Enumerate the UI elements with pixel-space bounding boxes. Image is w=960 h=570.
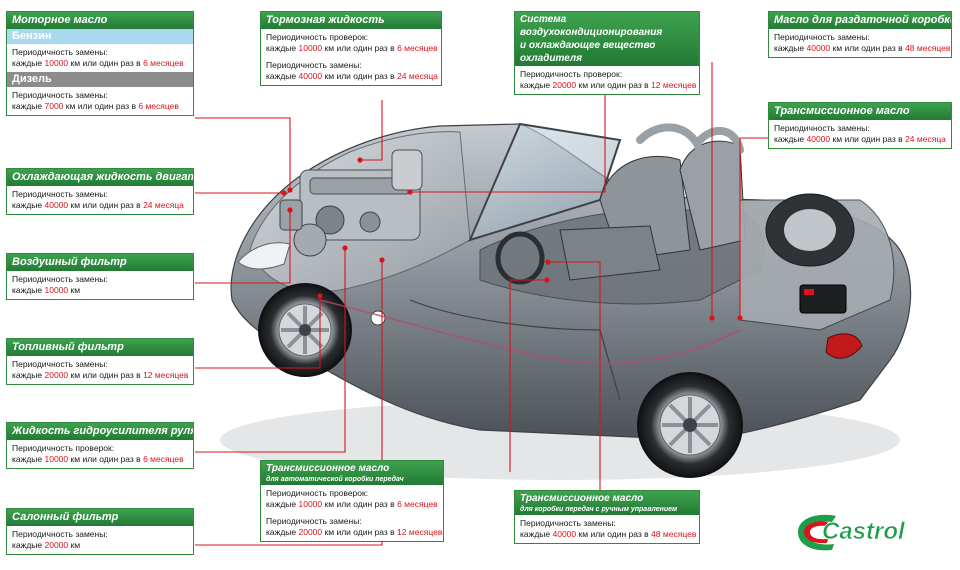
box-auto-transmission-oil: Трансмиссионное масло для автоматической…	[260, 460, 444, 542]
interval-line: каждые 40000 км или один раз в 24 месяца	[774, 134, 946, 144]
months-value: 6 месяцев	[143, 454, 184, 464]
box-cabin-filter: Салонный фильтр Периодичность замены: ка…	[6, 508, 194, 555]
box-transfer-case-oil: Масло для раздаточной коробки Периодично…	[768, 11, 952, 58]
tail-light	[825, 333, 863, 359]
logo-red-swoosh	[804, 521, 828, 544]
petrol-band: Бензин	[7, 29, 193, 44]
front-wheel	[258, 283, 352, 377]
months-value: 48 месяцев	[905, 43, 951, 53]
km-value: 10000	[44, 285, 69, 295]
box-air-filter-title: Воздушный фильтр	[7, 254, 193, 271]
interval-line: каждые 7000 км или один раз в 6 месяцев	[12, 101, 179, 111]
roll-bars	[636, 123, 744, 154]
interval-label: Периодичность замены:	[520, 518, 616, 528]
km-value: 7000	[44, 101, 64, 111]
interval-line: каждые 10000 км или один раз в 6 месяцев	[12, 58, 184, 68]
km-value: 20000	[44, 370, 69, 380]
box-cabin-filter-title: Салонный фильтр	[7, 509, 193, 526]
km-value: 10000	[44, 58, 69, 68]
interval-label: Периодичность проверок:	[266, 32, 369, 42]
interval-line: каждые 40000 км или один раз в 48 месяце…	[774, 43, 951, 53]
interval-line: каждые 40000 км или один раз в 24 месяца	[12, 200, 184, 210]
interval-label: Периодичность замены:	[12, 189, 108, 199]
rear-compartment	[739, 193, 895, 331]
km-value: 20000	[44, 540, 69, 550]
box-coolant: Охлаждающая жидкость двигателя Периодичн…	[6, 168, 194, 215]
box-power-steering: Жидкость гидроусилителя руля Периодичнос…	[6, 422, 194, 469]
box-transmission-oil: Трансмиссионное масло Периодичность заме…	[768, 102, 952, 149]
interval-line: каждые 10000 км или один раз в 6 месяцев	[12, 454, 184, 464]
interval-line: каждые 20000 км или один раз в 12 месяце…	[520, 80, 697, 90]
km-value: 10000	[44, 454, 69, 464]
box-engine-oil: Моторное масло Бензин Периодичность заме…	[6, 11, 194, 116]
box-coolant-title: Охлаждающая жидкость двигателя	[7, 169, 193, 186]
interval-label: Периодичность замены:	[12, 47, 108, 57]
box-air-conditioning-title: Система воздухокондиционирования и охлаж…	[515, 12, 699, 66]
months-value: 12 месяцев	[143, 370, 189, 380]
box-auto-transmission-oil-title: Трансмиссионное масло для автоматической…	[261, 461, 443, 485]
months-value: 24 месяца	[397, 71, 438, 81]
engine-oil-diesel-body: Периодичность замены: каждые 7000 км или…	[7, 87, 193, 115]
months-value: 48 месяцев	[651, 529, 697, 539]
box-manual-transmission-oil-title: Трансмиссионное масло для коробки переда…	[515, 491, 699, 515]
km-value: 10000	[298, 499, 323, 509]
months-value: 6 месяцев	[397, 499, 438, 509]
logo-swoosh	[798, 514, 836, 551]
months-value: 24 месяца	[905, 134, 946, 144]
box-brake-fluid: Тормозная жидкость Периодичность проверо…	[260, 11, 442, 86]
km-value: 40000	[806, 134, 831, 144]
km-value: 20000	[552, 80, 577, 90]
months-value: 24 месяца	[143, 200, 184, 210]
rear-wheel	[637, 372, 743, 478]
interval-label: Периодичность замены:	[12, 359, 108, 369]
engine-oil-petrol-body: Периодичность замены: каждые 10000 км ил…	[7, 44, 193, 72]
interval-label: Периодичность проверок:	[266, 488, 369, 498]
box-fuel-filter: Топливный фильтр Периодичность замены: к…	[6, 338, 194, 385]
km-value: 10000	[298, 43, 323, 53]
box-transmission-oil-title: Трансмиссионное масло	[769, 103, 951, 120]
interval-label: Периодичность проверок:	[520, 69, 623, 79]
interval-label: Периодичность замены:	[774, 32, 870, 42]
interval-label: Периодичность замены:	[266, 60, 362, 70]
interval-label: Периодичность замены:	[774, 123, 870, 133]
interval-line: каждые 10000 км или один раз в 6 месяцев	[266, 43, 438, 53]
months-value: 12 месяцев	[651, 80, 697, 90]
interval-line: каждые 20000 км или один раз в 12 месяце…	[266, 527, 443, 537]
months-value: 6 месяцев	[143, 58, 184, 68]
km-value: 40000	[552, 529, 577, 539]
km-value: 40000	[44, 200, 69, 210]
interval-label: Периодичность замены:	[266, 516, 362, 526]
box-manual-transmission-oil: Трансмиссионное масло для коробки переда…	[514, 490, 700, 544]
box-power-steering-title: Жидкость гидроусилителя руля	[7, 423, 193, 440]
months-value: 6 месяцев	[138, 101, 179, 111]
interval-label: Периодичность замены:	[12, 529, 108, 539]
logo-text: Castrol	[822, 518, 906, 545]
box-brake-fluid-title: Тормозная жидкость	[261, 12, 441, 29]
interval-line: каждые 20000 км или один раз в 12 месяце…	[12, 370, 189, 380]
interval-line: каждые 10000 км	[12, 285, 81, 295]
box-fuel-filter-title: Топливный фильтр	[7, 339, 193, 356]
castrol-logo: Castrol	[798, 514, 906, 551]
box-air-conditioning: Система воздухокондиционирования и охлаж…	[514, 11, 700, 95]
box-air-filter: Воздушный фильтр Периодичность замены: к…	[6, 253, 194, 300]
km-value: 40000	[806, 43, 831, 53]
interval-label: Периодичность проверок:	[12, 443, 115, 453]
interval-label: Периодичность замены:	[12, 90, 108, 100]
interval-line: каждые 40000 км или один раз в 48 месяце…	[520, 529, 697, 539]
engine-block	[279, 149, 423, 257]
interval-line: каждые 10000 км или один раз в 6 месяцев	[266, 499, 438, 509]
interval-label: Периодичность замены:	[12, 274, 108, 284]
km-value: 40000	[298, 71, 323, 81]
box-transfer-case-oil-title: Масло для раздаточной коробки	[769, 12, 951, 29]
diesel-band: Дизель	[7, 72, 193, 87]
box-engine-oil-title: Моторное масло	[7, 12, 193, 29]
km-value: 20000	[298, 527, 323, 537]
interval-line: каждые 40000 км или один раз в 24 месяца	[266, 71, 438, 81]
interval-line: каждые 20000 км	[12, 540, 81, 550]
months-value: 6 месяцев	[397, 43, 438, 53]
months-value: 12 месяцев	[397, 527, 443, 537]
